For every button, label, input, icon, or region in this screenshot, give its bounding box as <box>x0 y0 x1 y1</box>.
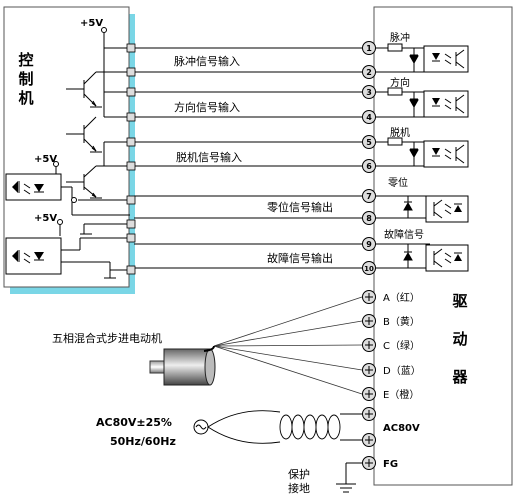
optocoupler-direction <box>423 90 469 118</box>
driver-label-fault: 故障信号 <box>384 228 424 241</box>
driver-diodes <box>403 54 419 261</box>
power-label-left-2: +5V <box>34 213 57 224</box>
phase-label-c: C（绿） <box>383 339 420 352</box>
optocoupler-offline <box>423 140 469 168</box>
driver-label: 驱 动 器 <box>451 292 468 386</box>
ac-frequency-label: 50Hz/60Hz <box>110 435 176 448</box>
ac-voltage-label: AC80V±25% <box>96 416 172 429</box>
terminal-fg <box>362 456 376 470</box>
controller-circuits <box>5 27 130 279</box>
terminal-3: 3 <box>362 85 376 99</box>
terminal-label: 6 <box>366 162 372 171</box>
terminal-label: 3 <box>366 88 372 97</box>
driver-label-offline: 脱机 <box>390 126 410 139</box>
terminal-label: 8 <box>366 214 372 223</box>
terminal-label: 4 <box>366 113 372 122</box>
controller-optocoupler-2 <box>12 250 44 264</box>
ac-terminal-label: AC80V <box>383 423 420 434</box>
phase-label-b: B（黄） <box>383 315 420 328</box>
terminal-phase-c <box>362 338 376 352</box>
driver-optocouplers <box>423 45 469 272</box>
signal-label-offline: 脱机信号输入 <box>176 150 242 164</box>
optocoupler-zero <box>425 195 469 223</box>
driver-label-direction: 方向 <box>390 76 410 89</box>
driver-label-char: 驱 <box>452 292 467 310</box>
signal-wires <box>134 47 362 269</box>
phase-label-d: D（蓝） <box>383 365 421 377</box>
terminal-7: 7 <box>362 189 376 203</box>
driver-label-zero: 零位 <box>388 176 408 189</box>
terminal-5: 5 <box>362 135 376 149</box>
signal-label-pulse: 脉冲信号输入 <box>174 54 240 68</box>
terminal-label: 9 <box>366 240 372 249</box>
terminal-phase-d <box>362 363 376 377</box>
controller-label: 控 制 机 <box>18 51 33 107</box>
fg-terminal-label: FG <box>383 459 398 470</box>
power-label-left-1: +5V <box>34 154 57 165</box>
terminal-label: 7 <box>366 192 372 201</box>
phase-label-a: A（红） <box>383 291 420 304</box>
controller-label-char: 制 <box>18 70 33 88</box>
terminal-label: 2 <box>366 68 372 77</box>
terminal-9: 9 <box>362 237 376 251</box>
signal-label-fault: 故障信号输出 <box>267 251 333 265</box>
signal-label-direction: 方向信号输入 <box>174 100 240 114</box>
terminal-10: 10 <box>362 261 376 275</box>
terminal-ac-2 <box>362 433 376 447</box>
stepper-motor <box>149 345 216 386</box>
terminal-1: 1 <box>362 41 376 55</box>
terminal-phase-b <box>362 314 376 328</box>
ground-label-line1: 保护 <box>288 467 310 481</box>
optocoupler-fault <box>425 244 469 272</box>
controller-label-char: 机 <box>18 89 33 107</box>
ac-power-source <box>193 419 209 435</box>
terminal-4: 4 <box>362 110 376 124</box>
driver-label-char: 器 <box>451 368 468 386</box>
motor-phase-terminals <box>362 290 376 470</box>
optocoupler-pulse <box>423 45 469 73</box>
controller-connectors <box>126 43 136 275</box>
ground-label-line2: 接地 <box>288 482 310 495</box>
controller-optocoupler-1 <box>12 181 44 195</box>
terminal-6: 6 <box>362 159 376 173</box>
terminal-2: 2 <box>362 65 376 79</box>
terminal-label: 10 <box>364 265 374 273</box>
driver-terminals: 1 2 3 4 5 6 7 8 9 10 <box>362 41 376 275</box>
terminal-phase-e <box>362 387 376 401</box>
phase-label-e: E（橙） <box>383 388 419 401</box>
power-label-top: +5V <box>80 18 103 29</box>
driver-label-char: 动 <box>452 330 467 348</box>
ac-power-wires <box>207 410 362 444</box>
driver-label-pulse: 脉冲 <box>390 31 410 44</box>
terminal-label: 1 <box>366 44 372 53</box>
signal-label-zero: 零位信号输出 <box>267 200 333 214</box>
motor-label: 五相混合式步进电动机 <box>52 331 162 345</box>
terminal-ac-1 <box>362 407 376 421</box>
controller-label-char: 控 <box>18 51 33 69</box>
terminal-label: 5 <box>366 138 372 147</box>
terminal-phase-a <box>362 290 376 304</box>
terminal-8: 8 <box>362 211 376 225</box>
motor-wires <box>213 296 363 395</box>
protective-ground <box>336 462 362 493</box>
